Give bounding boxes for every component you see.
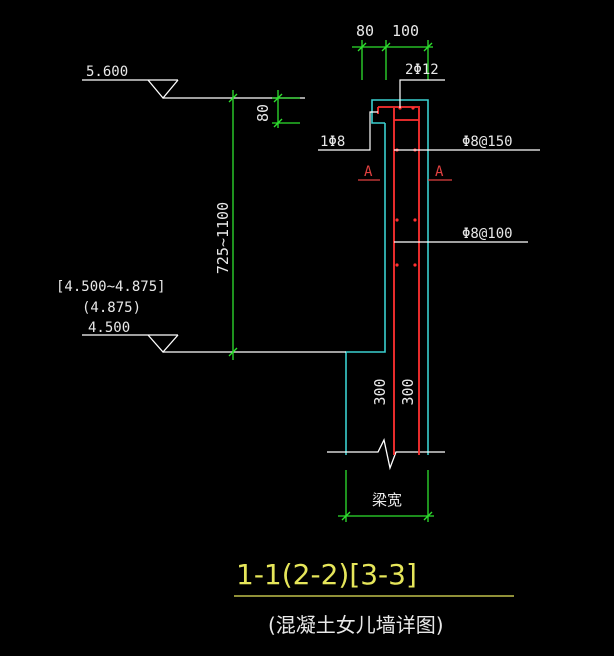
rebar-dot [413,218,417,222]
dim-top-tick [357,42,367,52]
drawing-title: 1-1(2-2)[3-3] [236,558,417,591]
dim-wall-tick [228,347,238,357]
drawing-subtitle: (混凝土女儿墙详图) [268,613,444,637]
break-line [327,438,445,471]
elevation-top-triangle [147,79,179,100]
rebar-hook-bar-label: 1Φ8 [320,134,345,150]
rebar-stirrup-upper-label: Φ8@150 [462,134,513,150]
rebar-top-bars-label: 2Φ12 [405,62,439,78]
dim-top-right-text: 100 [392,22,419,40]
elevation-bottom-triangle [147,334,179,353]
annotation-leaders [318,79,540,243]
dim-base-left-text: 300 [371,378,389,405]
concrete-outline [345,99,429,455]
rebar-dot [411,106,415,110]
section-mark-right: A [435,164,444,180]
dim-beam-tick [423,511,433,521]
rebar-dot [395,218,399,222]
rebar-stirrup-lower-label: Φ8@100 [462,226,513,242]
leader-hook-bar [318,111,378,151]
dim-cap-height-text: 80 [254,104,272,122]
dim-beam-width-text: 梁宽 [372,491,402,509]
dim-beam-tick [341,511,351,521]
elevation-bottom-alt-label: (4.875) [82,300,141,316]
elevation-top-label: 5.600 [86,64,128,80]
elevation-bottom-label: 4.500 [88,320,130,336]
dim-wall-height-text: 725~1100 [214,202,232,274]
dim-cap-tick [273,93,283,103]
rebar-dot [413,263,417,267]
dim-base-right-text: 300 [399,378,417,405]
section-mark-left: A [364,164,373,180]
dim-top-left-text: 80 [356,22,374,40]
rebar-dots [395,106,417,267]
dim-cap-tick [273,118,283,128]
parapet-outline-inner [345,123,386,455]
elevation-bottom-range-label: [4.500~4.875] [56,279,166,295]
dim-wall-tick [228,93,238,103]
leader-top-bars [399,79,445,108]
dim-top-tick [423,42,433,52]
elevation-bottom [82,334,346,353]
parapet-outline-left [371,99,429,455]
elevation-top [82,79,305,100]
dimension-lines [228,40,434,522]
dim-top-tick [381,42,391,52]
rebar-dot [395,263,399,267]
